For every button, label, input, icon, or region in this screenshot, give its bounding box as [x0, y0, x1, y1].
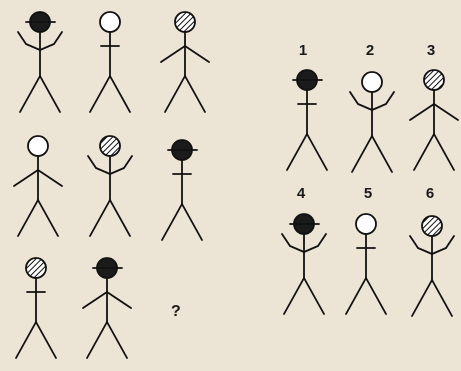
option-figure-6	[410, 216, 454, 316]
option-label-6: 6	[420, 185, 440, 202]
leg-right	[372, 136, 392, 172]
head-striped	[175, 12, 195, 32]
head-empty	[28, 136, 48, 156]
leg-right	[182, 204, 202, 240]
leg-left	[16, 322, 36, 358]
grid-figure-4	[14, 136, 62, 236]
leg-left	[18, 200, 38, 236]
head-empty	[362, 72, 382, 92]
arm-right	[434, 104, 458, 120]
grid-figure-3	[161, 12, 209, 112]
option-label-2: 2	[360, 42, 380, 59]
leg-right	[107, 322, 127, 358]
arm-left	[410, 104, 434, 120]
option-figure-3	[410, 70, 458, 170]
arm-right	[185, 46, 209, 62]
option-figure-4	[282, 214, 326, 314]
head-striped	[100, 136, 120, 156]
leg-left	[412, 280, 432, 316]
arm-right	[304, 234, 326, 252]
arm-left	[161, 46, 185, 62]
option-figure-1	[287, 70, 327, 170]
grid-figure-2	[90, 12, 130, 112]
head-striped	[422, 216, 442, 236]
option-figure-2	[350, 72, 394, 172]
leg-right	[38, 200, 58, 236]
leg-right	[110, 200, 130, 236]
arm-right	[40, 32, 62, 50]
option-label-3: 3	[421, 42, 441, 59]
leg-left	[87, 322, 107, 358]
arm-left	[88, 156, 110, 174]
leg-right	[40, 76, 60, 112]
option-label-5: 5	[358, 185, 378, 202]
arm-left	[14, 170, 38, 186]
grid-figure-7	[16, 258, 56, 358]
arm-right	[38, 170, 62, 186]
arm-right	[110, 156, 132, 174]
option-label-4: 4	[291, 185, 311, 202]
leg-right	[36, 322, 56, 358]
grid-figure-1	[18, 12, 62, 112]
arm-left	[18, 32, 40, 50]
arm-right	[372, 92, 394, 110]
leg-left	[90, 76, 110, 112]
leg-left	[346, 278, 366, 314]
head-empty	[100, 12, 120, 32]
grid-figure-6	[162, 140, 202, 240]
grid-figure-5	[88, 136, 132, 236]
leg-right	[307, 134, 327, 170]
arm-left	[282, 234, 304, 252]
leg-left	[284, 278, 304, 314]
leg-left	[287, 134, 307, 170]
head-striped	[424, 70, 444, 90]
head-empty	[356, 214, 376, 234]
leg-right	[434, 134, 454, 170]
arm-left	[350, 92, 372, 110]
arm-left	[410, 236, 432, 254]
leg-right	[432, 280, 452, 316]
leg-right	[110, 76, 130, 112]
leg-left	[162, 204, 182, 240]
leg-right	[185, 76, 205, 112]
leg-left	[165, 76, 185, 112]
arm-right	[432, 236, 454, 254]
arm-right	[107, 292, 131, 308]
arm-left	[83, 292, 107, 308]
question-mark: ?	[171, 303, 181, 321]
leg-left	[414, 134, 434, 170]
leg-left	[90, 200, 110, 236]
leg-right	[366, 278, 386, 314]
leg-left	[352, 136, 372, 172]
head-striped	[26, 258, 46, 278]
leg-left	[20, 76, 40, 112]
leg-right	[304, 278, 324, 314]
option-figure-5	[346, 214, 386, 314]
grid-figure-8	[83, 258, 131, 358]
option-label-1: 1	[293, 42, 313, 59]
